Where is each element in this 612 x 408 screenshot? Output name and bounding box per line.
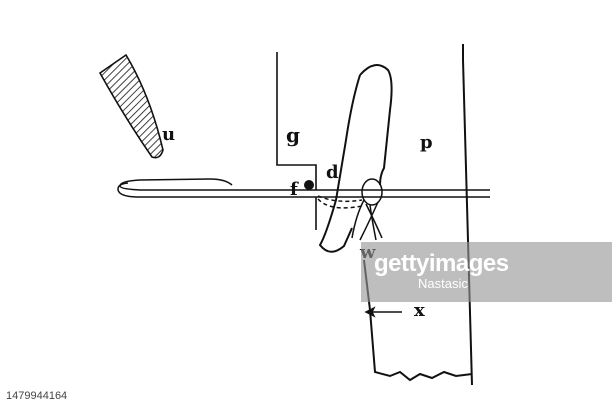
watermark-credit: Nastasic (418, 276, 468, 291)
hatched-wedge-tool (98, 53, 164, 159)
cloth-plate (363, 44, 473, 386)
shuttle-plate (318, 64, 393, 253)
label-p: p (420, 132, 433, 153)
label-f: f (290, 179, 299, 200)
label-g: g (286, 123, 300, 147)
needle (117, 178, 490, 198)
label-d: d (326, 162, 339, 183)
label-u: u (162, 124, 175, 145)
thread-loop (317, 178, 383, 241)
footer-bar (0, 387, 612, 408)
watermark-brand: gettyimages (374, 250, 509, 277)
label-x: x (414, 300, 425, 321)
image-id: 1479944164 (6, 390, 68, 402)
watermark-panel (361, 242, 612, 302)
direction-arrow (364, 306, 402, 318)
presser-bar (276, 52, 317, 230)
watermark: gettyimages Nastasic (374, 252, 604, 292)
pivot-point (304, 180, 314, 190)
